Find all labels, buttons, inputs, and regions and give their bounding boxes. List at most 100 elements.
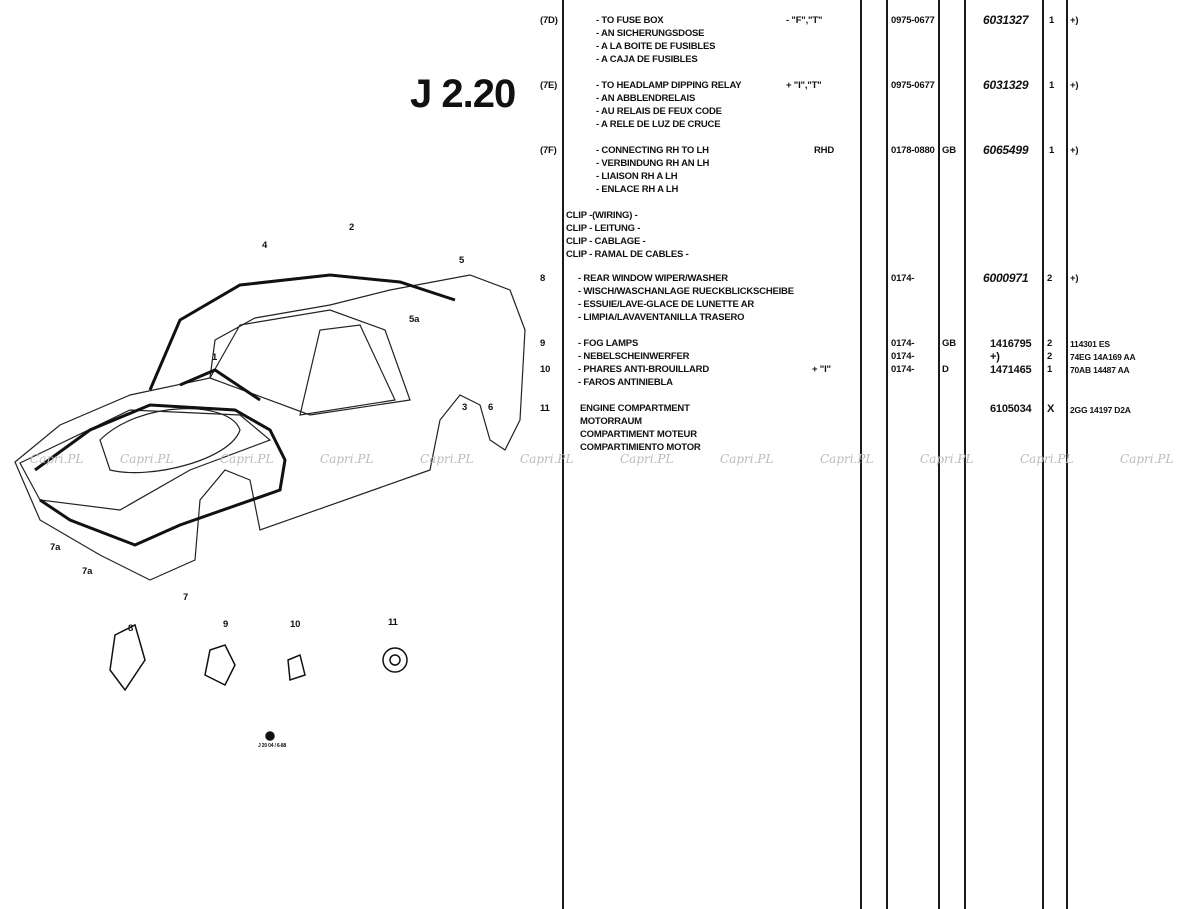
description: - AU RELAIS DE FEUX CODE	[596, 106, 722, 117]
part-number: 6031329	[983, 78, 1029, 92]
description: - ESSUIE/LAVE-GLACE DE LUNETTE AR	[578, 299, 755, 310]
date-range: 0975-0677	[891, 80, 935, 91]
watermark: Capri.PL	[620, 452, 674, 466]
part-number: 1471465	[990, 364, 1032, 376]
ref-number: 11	[540, 403, 550, 414]
ref-number: 9	[540, 338, 546, 349]
description: - FOG LAMPS	[578, 338, 639, 349]
callout-label: 3	[462, 402, 468, 413]
description: - AN ABBLENDRELAIS	[596, 93, 696, 104]
column-divider	[1042, 0, 1044, 909]
part-number: 6031327	[983, 13, 1029, 27]
date-range: 0174-	[891, 351, 915, 362]
heading-line: CLIP - LEITUNG -	[566, 223, 641, 234]
ref-number: (7D)	[540, 15, 558, 26]
description: - A RELE DE LUZ DE CRUCE	[596, 119, 721, 130]
quantity: 1	[1049, 145, 1055, 156]
note: 70AB 14487 AA	[1070, 365, 1130, 375]
watermark: Capri.PL	[30, 452, 84, 466]
quantity: 2	[1047, 338, 1053, 349]
part-number: 6000971	[983, 271, 1029, 285]
description: - LIAISON RH A LH	[596, 171, 678, 182]
description: - VERBINDUNG RH AN LH	[596, 158, 710, 169]
watermark: Capri.PL	[820, 452, 874, 466]
watermark: Capri.PL	[520, 452, 574, 466]
date-range: 0975-0677	[891, 15, 935, 26]
watermark: Capri.PL	[920, 452, 974, 466]
ref-number: (7F)	[540, 145, 557, 156]
callout-label: 11	[388, 617, 398, 628]
description: ENGINE COMPARTMENT	[580, 403, 690, 414]
ref-number: (7E)	[540, 80, 558, 91]
watermark: Capri.PL	[1020, 452, 1074, 466]
column-divider	[562, 0, 564, 909]
column-divider	[860, 0, 862, 909]
quantity: 1	[1047, 364, 1053, 375]
ref-number: 8	[540, 273, 546, 284]
part-number: +)	[990, 351, 1000, 363]
note: +)	[1070, 273, 1079, 284]
callout-label: 9	[223, 619, 229, 630]
callout-label: 7	[183, 592, 189, 603]
watermark: Capri.PL	[420, 452, 474, 466]
note: +)	[1070, 15, 1079, 26]
part-number: 6105034	[990, 403, 1032, 415]
country-code: GB	[942, 145, 956, 156]
part-number: 1416795	[990, 338, 1032, 350]
callout-label: 8	[128, 623, 134, 634]
watermark: Capri.PL	[320, 452, 374, 466]
country-code: GB	[942, 338, 956, 349]
description: - WISCH/WASCHANLAGE RUECKBLICKSCHEIBE	[578, 286, 794, 297]
description: - A LA BOITE DE FUSIBLES	[596, 41, 716, 52]
callout-label: 6	[488, 402, 494, 413]
callout-label: 1	[212, 352, 218, 363]
quantity: X	[1047, 403, 1055, 415]
watermark: Capri.PL	[1120, 452, 1174, 466]
description: - LIMPIA/LAVAVENTANILLA TRASERO	[578, 312, 745, 323]
remark: + "I"	[812, 364, 831, 375]
column-divider	[1066, 0, 1068, 909]
date-range: 0178-0880	[891, 145, 935, 156]
quantity: 2	[1047, 273, 1053, 284]
remark: - "F","T"	[786, 15, 823, 26]
description: - FAROS ANTINIEBLA	[578, 377, 673, 388]
description: - TO FUSE BOX	[596, 15, 664, 26]
heading-line: CLIP -(WIRING) -	[566, 210, 638, 221]
callout-label: 10	[290, 619, 301, 630]
note: 114301 ES	[1070, 339, 1110, 349]
footer-code: J 20 04 / 6-88	[258, 743, 287, 749]
description: - CONNECTING RH TO LH	[596, 145, 709, 156]
column-divider	[938, 0, 940, 909]
note: +)	[1070, 80, 1079, 91]
heading-line: CLIP - RAMAL DE CABLES -	[566, 249, 689, 260]
page-title: J 2.20	[410, 72, 516, 116]
description: - REAR WINDOW WIPER/WASHER	[578, 273, 728, 284]
description: MOTORRAUM	[580, 416, 642, 427]
remark: RHD	[814, 145, 834, 156]
note: +)	[1070, 145, 1079, 156]
callout-label: 7a	[50, 542, 61, 553]
column-divider	[886, 0, 888, 909]
country-code: D	[942, 364, 949, 375]
note: 2GG 14197 D2A	[1070, 405, 1131, 415]
description: COMPARTIMIENTO MOTOR	[580, 442, 701, 453]
callout-label: 2	[349, 222, 355, 233]
callout-label: 4	[262, 240, 268, 251]
ref-number: 10	[540, 364, 551, 375]
watermark: Capri.PL	[120, 452, 174, 466]
callout-label: 5a	[409, 314, 420, 325]
quantity: 1	[1049, 80, 1055, 91]
description: - AN SICHERUNGSDOSE	[596, 28, 705, 39]
callout-label: 7a	[82, 566, 93, 577]
watermark: Capri.PL	[220, 452, 274, 466]
quantity: 1	[1049, 15, 1055, 26]
description: - A CAJA DE FUSIBLES	[596, 54, 698, 65]
heading-line: CLIP - CABLAGE -	[566, 236, 646, 247]
remark: + "I","T"	[786, 80, 822, 91]
note: 74EG 14A169 AA	[1070, 352, 1136, 362]
date-range: 0174-	[891, 364, 915, 375]
part-number: 6065499	[983, 143, 1029, 157]
date-range: 0174-	[891, 273, 915, 284]
description: - PHARES ANTI-BROUILLARD	[578, 364, 710, 375]
wiring-harness-diagram	[14, 273, 526, 741]
